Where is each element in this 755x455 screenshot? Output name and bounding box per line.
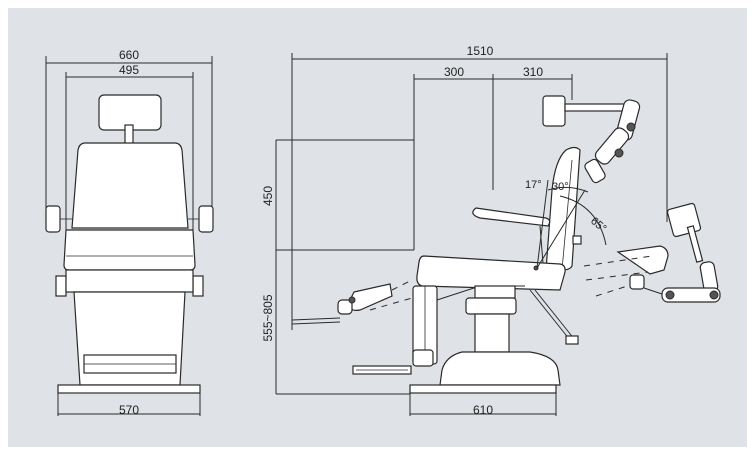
dim-label-570: 570 (119, 403, 139, 417)
dim-label-660: 660 (119, 48, 139, 62)
dimension-660: 660 (45, 48, 213, 215)
front-backrest (71, 142, 189, 229)
dim-label-555-805: 555~805 (261, 294, 275, 341)
front-left-handle (55, 275, 67, 297)
front-base (57, 384, 201, 394)
dimension-vertical: 450 555~805 (261, 139, 414, 395)
chair-dimension-drawing: 660 495 570 (45, 44, 721, 417)
front-seat (63, 229, 196, 271)
dimension-1510: 1510 (291, 44, 668, 330)
reclined-back-pad (616, 245, 669, 275)
dim-label-310: 310 (523, 65, 543, 79)
angle-label-65: 65° (588, 215, 608, 235)
side-armrest (472, 207, 551, 227)
reclined-headrest (666, 202, 702, 238)
side-headrest (542, 95, 566, 127)
front-right-armrest (198, 205, 214, 233)
angle-label-30: 30° (552, 181, 569, 193)
raised-legrest-pad (347, 283, 393, 311)
front-view: 660 495 570 (45, 48, 214, 417)
side-column-top (465, 297, 517, 315)
dim-label-610: 610 (473, 403, 493, 417)
dimension-300-310: 300 310 (413, 65, 573, 250)
reclined-headrest-arm (643, 202, 721, 303)
dim-label-300: 300 (444, 65, 464, 79)
side-frame-block (474, 285, 516, 299)
front-right-handle (192, 275, 204, 297)
dim-label-1510: 1510 (467, 44, 494, 58)
side-base (409, 384, 557, 394)
side-view: 1510 300 310 450 555~805 (261, 44, 721, 417)
side-seat (416, 255, 566, 291)
side-column (474, 313, 510, 353)
reclined-backrest (583, 245, 669, 297)
upright-headrest-arm (542, 95, 641, 184)
dim-label-495: 495 (119, 63, 139, 77)
angle-label-17: 17° (525, 179, 542, 191)
drawing-area: 660 495 570 (8, 8, 747, 447)
raised-legrest (291, 279, 413, 325)
front-headrest-post (124, 124, 134, 146)
headrest-bar (564, 103, 631, 112)
headrest-joint-lower (594, 127, 630, 165)
front-seat-bottom (65, 269, 194, 293)
side-pedestal (439, 351, 561, 386)
dimension-495: 495 (65, 63, 194, 230)
side-backrest (545, 146, 581, 271)
reclined-headrest-link (661, 287, 721, 303)
front-left-armrest (45, 205, 61, 233)
dim-label-450: 450 (261, 186, 275, 206)
